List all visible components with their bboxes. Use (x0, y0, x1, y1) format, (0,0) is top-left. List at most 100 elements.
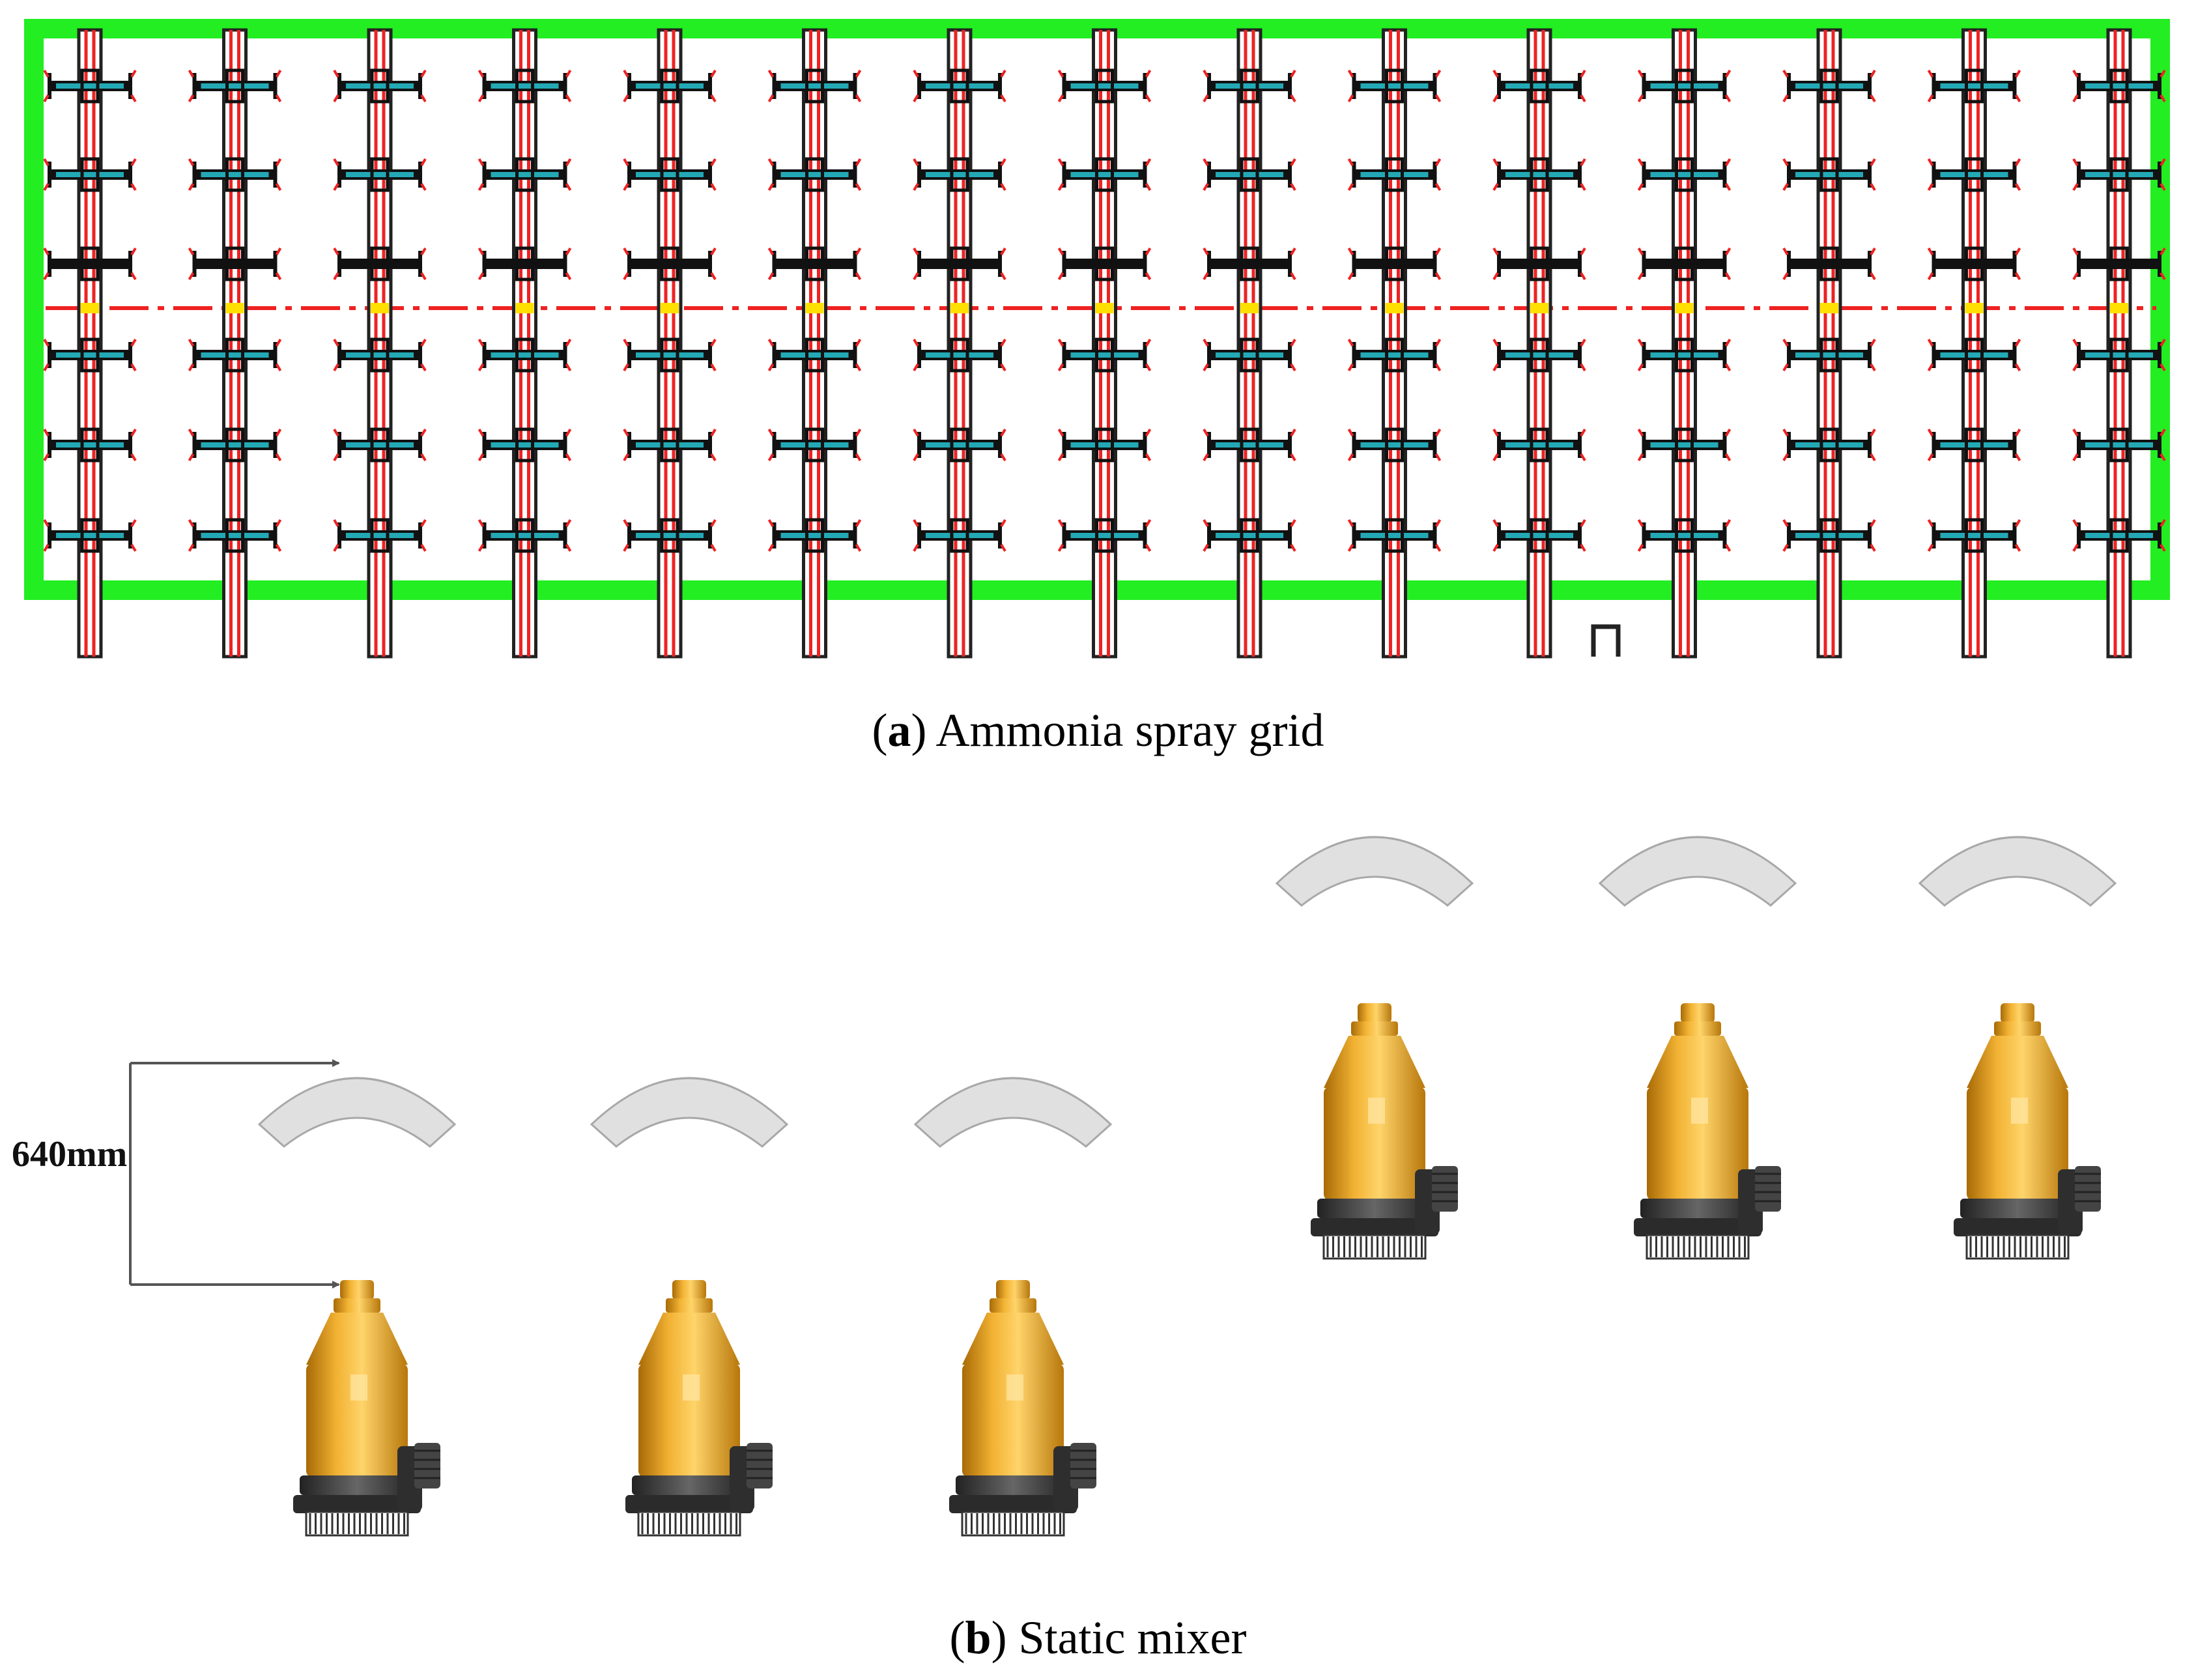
pump-base (625, 1495, 753, 1513)
nozzle-hub (1385, 68, 1404, 104)
spray-nozzle (913, 68, 1006, 104)
pump-icon (293, 1280, 440, 1537)
pump-base-ring (300, 1475, 414, 1495)
nozzle-hub (2109, 518, 2129, 553)
nozzle-tip (1057, 543, 1064, 552)
nozzle-hub (1095, 518, 1114, 553)
nozzle-hub (2109, 246, 2129, 281)
nozzle-tip (2014, 453, 2021, 462)
nozzle-tip (1724, 338, 1732, 347)
nozzle-tip (2072, 519, 2079, 528)
nozzle-tip (1782, 94, 1789, 103)
pump-top-cap (1358, 1003, 1391, 1023)
nozzle-hub (2109, 68, 2129, 104)
nozzle-tip (420, 428, 427, 437)
nozzle-tip (855, 543, 862, 552)
nozzle-tip (1637, 543, 1644, 552)
spray-nozzle (2072, 157, 2166, 192)
nozzle-tip (333, 182, 339, 192)
nozzle-tip (913, 453, 919, 462)
nozzle-tip (130, 338, 137, 347)
nozzle-tip (565, 428, 572, 437)
nozzle-tip (43, 94, 50, 103)
spray-nozzle (333, 68, 427, 104)
nozzle-tip (1927, 158, 1934, 167)
nozzle-tip (188, 158, 195, 167)
caption-a: (a) Ammonia spray grid (872, 704, 1324, 756)
nozzle-tip (275, 272, 282, 281)
nozzle-tip (1782, 543, 1789, 552)
grid-column (1782, 28, 1876, 659)
nozzle-hub (805, 337, 824, 373)
nozzle-tip (1927, 182, 1934, 192)
nozzle-tip (1057, 519, 1064, 528)
nozzle-tip (1000, 428, 1006, 437)
nozzle-tip (1000, 519, 1006, 528)
spray-nozzle (188, 68, 282, 104)
nozzle-tip (2160, 158, 2166, 167)
nozzle-tip (710, 69, 717, 78)
nozzle-tip (623, 543, 629, 552)
nozzle-tip (1724, 519, 1732, 528)
nozzle-tip (1290, 182, 1296, 192)
nozzle-tip (130, 453, 137, 462)
pump-highlight (350, 1374, 367, 1401)
nozzle-tip (1347, 272, 1354, 281)
pipe-junction (1820, 303, 1838, 313)
pump-top-cap (2001, 1003, 2034, 1023)
nozzle-hub (950, 157, 969, 192)
nozzle-tip (767, 272, 775, 281)
nozzle-tip (1580, 69, 1586, 78)
nozzle-tip (2014, 272, 2021, 281)
nozzle-tip (1724, 158, 1732, 167)
nozzle-tip (43, 519, 50, 528)
nozzle-tip (1724, 94, 1732, 103)
nozzle-hub (805, 68, 824, 104)
nozzle-hub (1819, 157, 1839, 192)
nozzle-tip (855, 94, 862, 103)
spray-nozzle (767, 246, 862, 281)
nozzle-tip (1492, 363, 1499, 372)
nozzle-tip (1347, 519, 1354, 528)
nozzle-tip (2160, 69, 2166, 78)
pump-icon (1634, 1003, 1781, 1260)
nozzle-tip (1782, 182, 1789, 192)
nozzle-tip (1434, 428, 1442, 437)
nozzle-hub (1965, 337, 1984, 373)
nozzle-tip (2160, 182, 2166, 192)
nozzle-hub (1965, 157, 1984, 192)
nozzle-tip (1347, 247, 1354, 256)
nozzle-hub (1530, 68, 1549, 104)
spray-nozzle (1637, 337, 1732, 373)
nozzle-hub (1385, 246, 1404, 281)
nozzle-hub (660, 518, 679, 553)
nozzle-tip (478, 338, 485, 347)
nozzle-hub (660, 246, 679, 281)
nozzle-tip (1000, 94, 1006, 103)
nozzle-hub (1530, 157, 1549, 192)
spray-nozzle (1637, 246, 1732, 281)
nozzle-tip (1870, 338, 1876, 347)
pump-collar (1674, 1021, 1721, 1036)
nozzle-tip (1492, 182, 1499, 192)
grid-column (623, 28, 717, 659)
pump-collar (334, 1298, 380, 1313)
spray-nozzle (913, 427, 1006, 463)
spray-nozzle (43, 246, 137, 281)
nozzle-tip (767, 453, 775, 462)
grid-column (1927, 28, 2021, 659)
nozzle-tip (1203, 272, 1209, 281)
nozzle-tip (710, 519, 717, 528)
mixer-vane (590, 1077, 789, 1148)
pipe-junction (661, 303, 679, 313)
pump-strainer (1322, 1234, 1427, 1260)
dimension-label: 640mm (12, 1134, 128, 1175)
nozzle-hub (370, 427, 390, 463)
pipe-junction (225, 303, 244, 313)
nozzle-tip (1637, 363, 1644, 372)
nozzle-tip (333, 428, 339, 437)
nozzle-hub (80, 427, 100, 463)
nozzle-tip (1145, 543, 1152, 552)
nozzle-tip (913, 182, 919, 192)
nozzle-tip (1927, 519, 1934, 528)
